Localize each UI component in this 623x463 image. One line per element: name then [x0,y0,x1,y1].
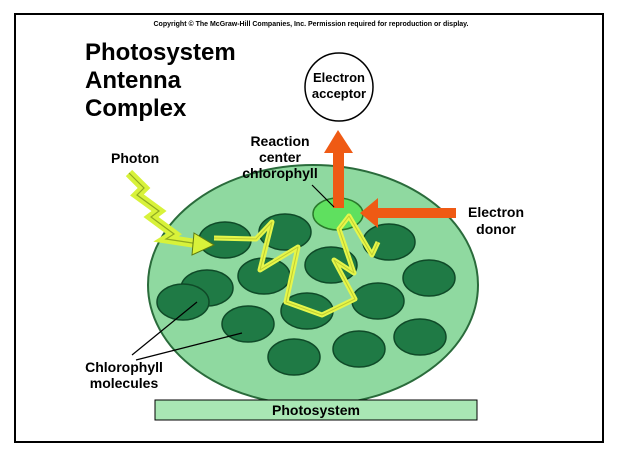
electron-donor-label: Electron donor [468,204,524,237]
chlorophyll-molecules-label: Chlorophyll molecules [85,359,163,391]
photosystem-bar [154,399,478,421]
svg-text:center: center [259,149,302,165]
diagram-title: Photosystem Antenna Complex [85,39,236,122]
svg-text:acceptor: acceptor [312,86,366,101]
photosystem-label: Photosystem [272,402,360,418]
chlorophyll-molecule [267,338,321,376]
svg-text:Reaction: Reaction [250,133,309,149]
chlorophyll-molecule [156,283,210,321]
photon-zigzag-arrow-icon [125,169,216,256]
title-line-2: Antenna [85,67,182,94]
chlorophyll-pointer-2 [135,332,243,361]
photosystem-diagram: Photosystem Antenna Complex Photon React… [85,39,524,421]
title-line-3: Complex [85,95,187,122]
svg-text:molecules: molecules [90,375,159,391]
reaction-center-pointer [311,184,335,208]
chlorophyll-pointer-1 [131,301,198,356]
electron-acceptor-label: Electron acceptor [312,70,366,101]
svg-text:chlorophyll: chlorophyll [242,165,317,181]
electron-transfer-arrow-left-icon [360,198,456,228]
svg-text:donor: donor [476,221,516,237]
reaction-center-label: Reaction center chlorophyll [242,133,317,181]
svg-text:Electron: Electron [313,70,365,85]
chlorophyll-molecule [402,259,456,297]
chlorophyll-molecule [351,282,405,320]
chlorophyll-molecule [393,318,447,356]
svg-text:Chlorophyll: Chlorophyll [85,359,163,375]
title-line-1: Photosystem [85,39,236,66]
copyright-notice: Copyright © The McGraw-Hill Companies, I… [153,21,469,28]
chlorophyll-molecule [221,305,275,343]
electron-acceptor-circle [304,52,374,122]
electron-transfer-arrow-up-icon [324,130,353,208]
photon-label: Photon [111,150,159,166]
slide-frame: Copyright © The McGraw-Hill Companies, I… [14,13,604,443]
chlorophyll-molecule [332,330,386,368]
svg-text:Electron: Electron [468,204,524,220]
